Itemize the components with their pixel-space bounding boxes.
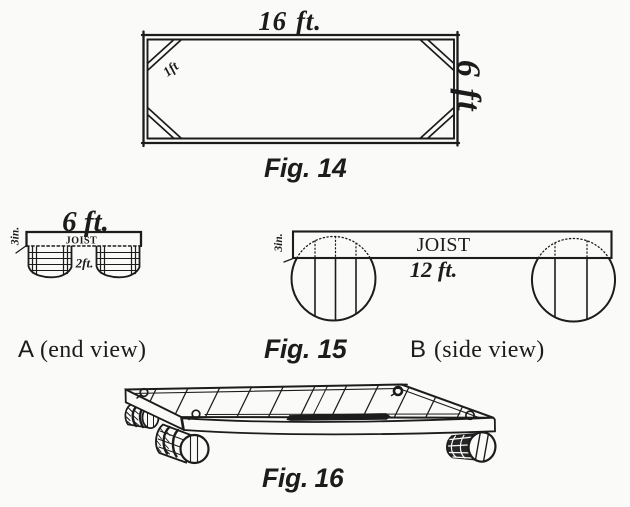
- svg-text:15: 15: [318, 334, 348, 364]
- svg-text:16: 16: [315, 463, 344, 493]
- svg-text:(side view): (side view): [434, 337, 545, 363]
- svg-text:JOIST: JOIST: [417, 234, 471, 256]
- svg-text:A: A: [18, 336, 34, 363]
- svg-text:JOIST: JOIST: [66, 235, 97, 246]
- svg-text:3in.: 3in.: [273, 233, 285, 252]
- svg-text:Fig.: Fig.: [262, 463, 308, 493]
- svg-text:2ft.: 2ft.: [75, 256, 94, 271]
- svg-text:6 ft: 6 ft: [450, 60, 487, 112]
- svg-text:6 ft.: 6 ft.: [62, 206, 109, 238]
- svg-text:(end view): (end view): [40, 337, 146, 363]
- svg-text:16 ft.: 16 ft.: [258, 6, 321, 36]
- svg-text:Fig.: Fig.: [264, 153, 310, 183]
- svg-text:3in.: 3in.: [10, 227, 22, 246]
- svg-text:12 ft.: 12 ft.: [410, 257, 458, 282]
- svg-text:14: 14: [318, 153, 347, 183]
- svg-text:B: B: [410, 336, 426, 363]
- svg-text:Fig.: Fig.: [264, 334, 310, 364]
